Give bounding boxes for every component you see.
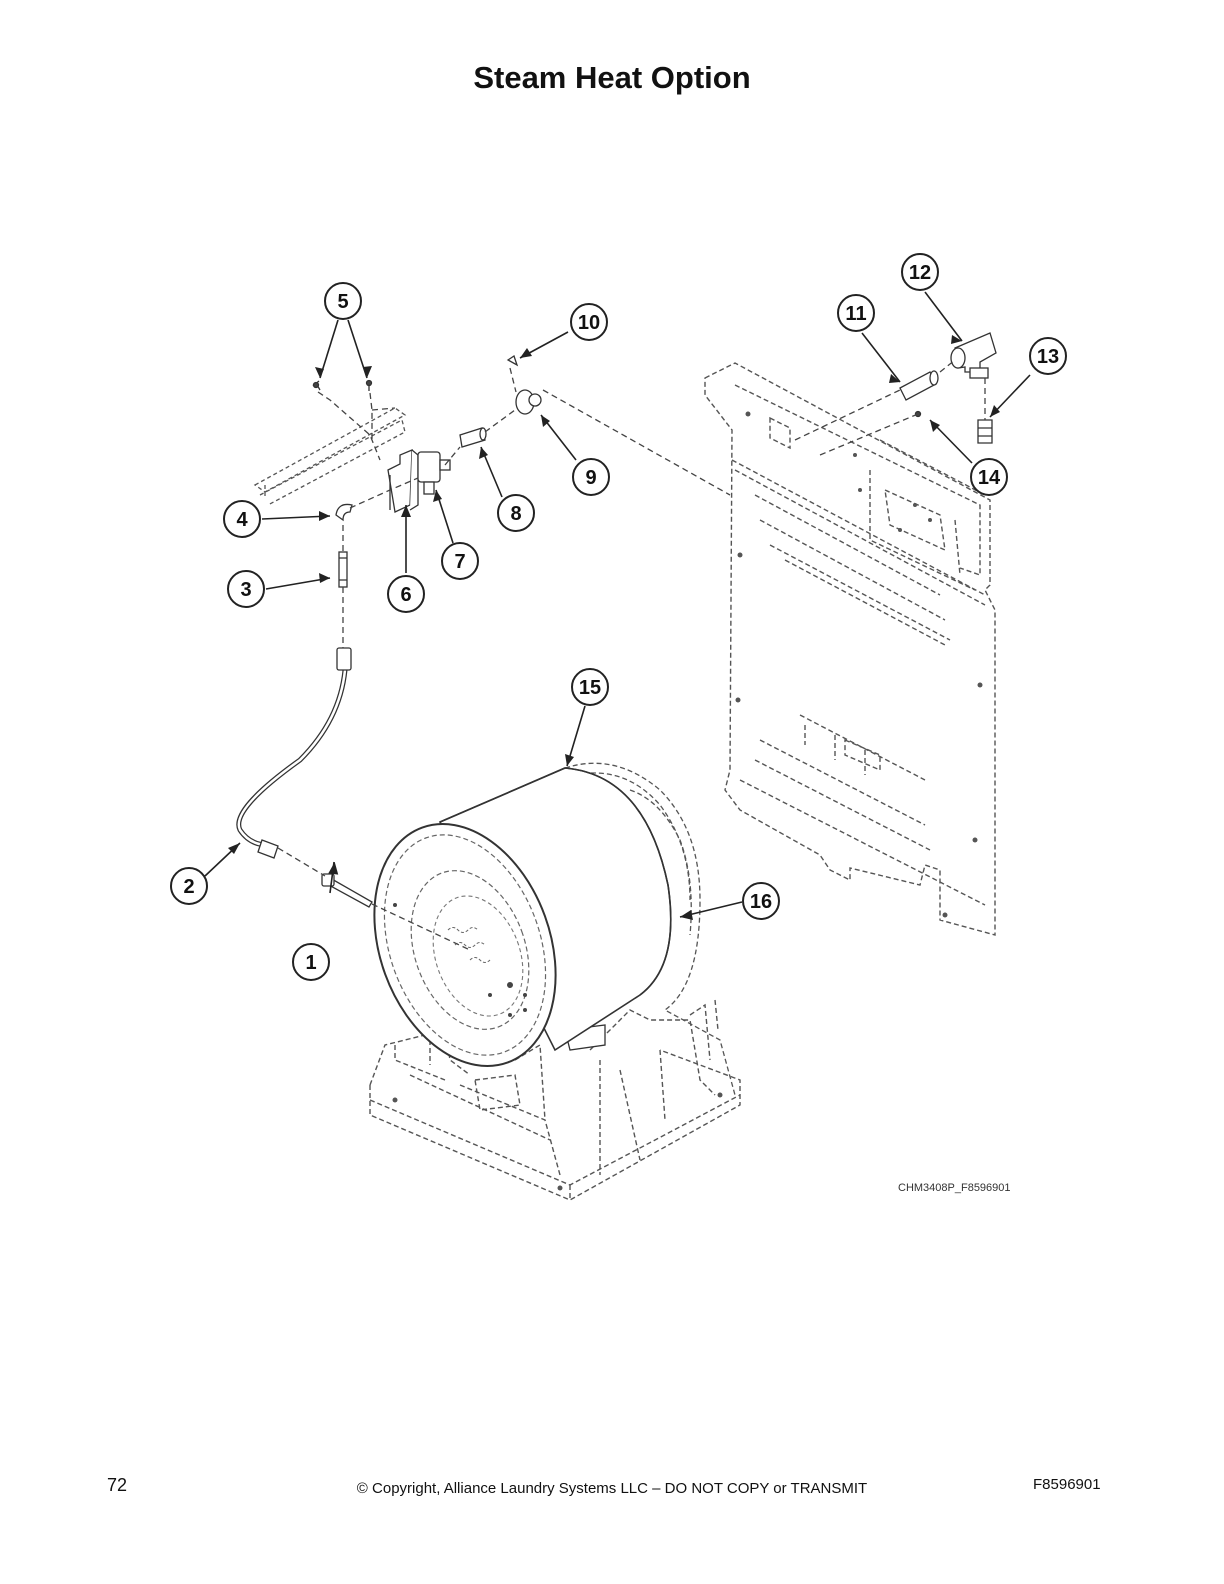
callout-14: 14 xyxy=(978,467,1001,489)
page-title: Steam Heat Option xyxy=(473,60,751,95)
callout-arrowheads xyxy=(228,335,1000,920)
callout-13: 13 xyxy=(1037,346,1059,368)
callout-3: 3 xyxy=(240,579,251,601)
back-panel xyxy=(704,362,996,936)
callout-4: 4 xyxy=(236,509,248,531)
callout-7: 7 xyxy=(454,551,465,573)
callout-numbers: 1 2 3 4 5 6 7 8 9 10 11 12 13 14 15 16 xyxy=(183,262,1059,974)
drum-housing xyxy=(369,762,741,1201)
callout-9: 9 xyxy=(585,467,596,489)
callout-12: 12 xyxy=(909,262,931,284)
callout-16: 16 xyxy=(750,891,772,913)
page-number: 72 xyxy=(107,1475,128,1495)
callout-5: 5 xyxy=(337,291,348,313)
figure-code: CHM3408P_F8596901 xyxy=(898,1182,1011,1194)
callout-8: 8 xyxy=(510,503,521,525)
callout-11: 11 xyxy=(845,303,866,325)
parts xyxy=(236,332,997,908)
document-number: F8596901 xyxy=(1033,1476,1101,1493)
callout-2: 2 xyxy=(183,876,194,898)
back-panel-holes xyxy=(735,411,983,918)
callout-6: 6 xyxy=(400,584,411,606)
callout-1: 1 xyxy=(305,952,316,974)
assembly-lines xyxy=(277,359,986,951)
callout-10: 10 xyxy=(578,312,600,334)
callout-15: 15 xyxy=(579,677,601,699)
callout-circles xyxy=(170,253,1067,981)
copyright-notice: © Copyright, Alliance Laundry Systems LL… xyxy=(356,1480,868,1497)
